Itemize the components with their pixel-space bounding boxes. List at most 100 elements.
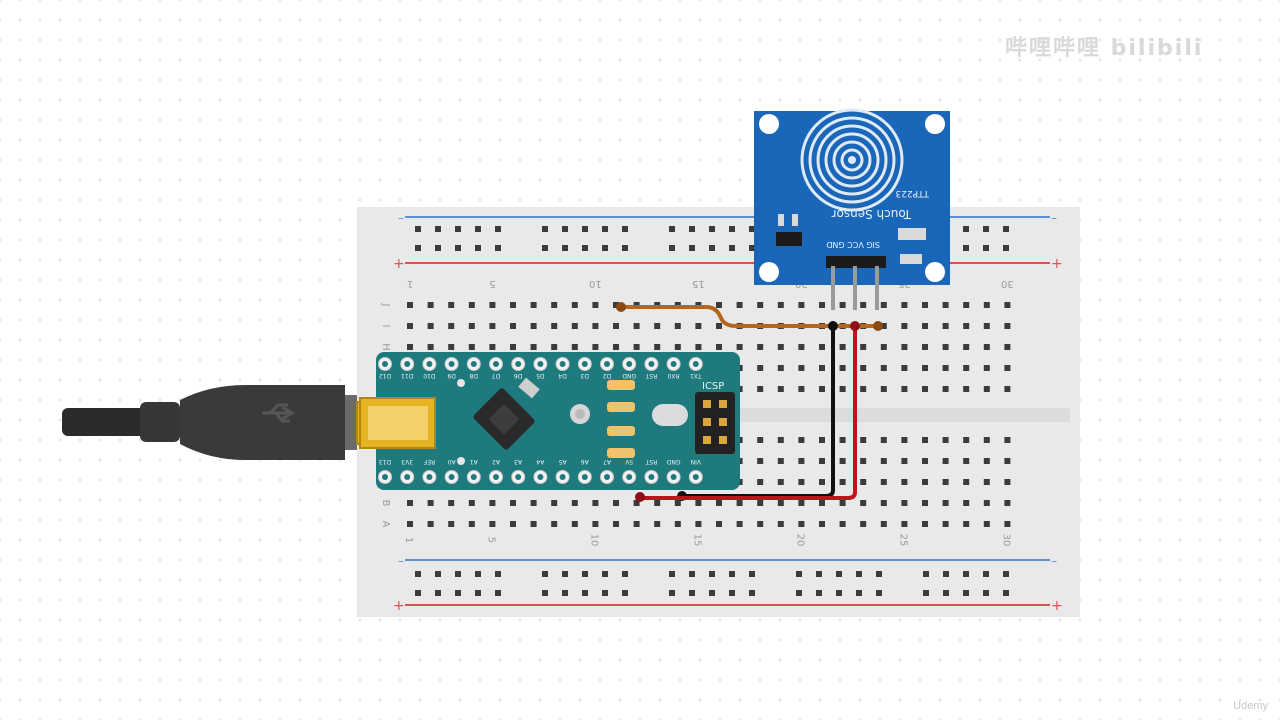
nano-pin-hole	[692, 474, 699, 480]
rail-hole	[816, 590, 822, 596]
rail-hole	[963, 571, 969, 577]
breadboard-hole	[819, 437, 825, 443]
nano-pin-hole	[670, 474, 677, 480]
breadboard-hole	[1004, 344, 1011, 350]
rail-hole	[943, 571, 949, 577]
sensor-smd-4	[900, 254, 922, 264]
rail-hole	[669, 590, 675, 596]
rail-hole	[562, 571, 568, 577]
bottom-plus-left: +	[393, 598, 405, 614]
nano-icsp-header	[695, 392, 735, 454]
breadboard-hole	[963, 521, 970, 527]
rail-hole	[435, 590, 441, 596]
bottom-minus-left: –	[398, 554, 404, 568]
breadboard-hole	[983, 500, 990, 506]
breadboard-hole	[880, 386, 887, 392]
bottom-minus-right: –	[1051, 554, 1057, 568]
rail-hole	[749, 590, 755, 596]
breadboard-hole	[963, 302, 970, 308]
breadboard-hole	[489, 344, 496, 350]
rail-hole	[602, 590, 608, 596]
rail-hole	[602, 226, 608, 232]
row-label: H	[380, 343, 391, 351]
breadboard-hole	[942, 437, 949, 443]
rail-hole	[475, 226, 481, 232]
breadboard-hole	[922, 386, 928, 392]
breadboard-hole	[880, 500, 887, 506]
rail-hole	[963, 590, 969, 596]
breadboard-hole	[571, 344, 578, 350]
breadboard-hole	[798, 302, 805, 308]
breadboard-hole	[468, 344, 475, 350]
corner-tag: Udemy	[1233, 700, 1268, 712]
rail-hole	[415, 590, 421, 596]
breadboard-hole	[757, 500, 764, 506]
nano-pin-hole	[382, 361, 388, 367]
sensor-pin-header	[826, 256, 886, 268]
nano-pin-hole	[626, 474, 633, 480]
sensor-mount-hole-br	[925, 262, 945, 282]
breadboard-hole	[427, 500, 434, 506]
breadboard-hole	[819, 521, 825, 527]
breadboard-hole	[654, 323, 661, 329]
breadboard-hole	[510, 521, 516, 527]
rail-hole	[669, 226, 675, 232]
breadboard-hole	[963, 344, 970, 350]
nano-pin-hole	[515, 361, 522, 367]
nano-pin-label-bottom: 5V	[624, 458, 633, 465]
breadboard-hole	[551, 344, 558, 350]
nano-led-3	[607, 426, 635, 436]
nano-pin-hole	[448, 361, 455, 367]
rail-hole	[796, 590, 802, 596]
rail-hole	[495, 245, 501, 251]
column-label-bottom: 30	[1000, 534, 1011, 547]
breadboard-hole	[613, 302, 619, 308]
sensor-smd-3	[898, 228, 926, 240]
nano-pin-hole	[604, 474, 610, 480]
breadboard-hole	[860, 479, 867, 485]
breadboard-hole	[695, 323, 702, 329]
breadboard-hole	[448, 323, 455, 329]
rail-hole	[602, 571, 608, 577]
nano-icsp-label: ICSP	[702, 381, 724, 392]
breadboard-hole	[736, 302, 743, 308]
sensor-model: TTP223	[896, 188, 930, 198]
nano-mount-hole-1	[457, 379, 465, 387]
watermark-text: 哔哩哔哩 bilibili	[1005, 36, 1204, 61]
breadboard-hole	[942, 323, 949, 329]
breadboard-hole	[448, 344, 455, 350]
breadboard-hole	[963, 479, 970, 485]
column-label-bottom: 10	[588, 534, 599, 547]
breadboard-hole	[963, 386, 970, 392]
breadboard-hole	[716, 521, 722, 527]
signal-wire-end-a	[616, 302, 626, 312]
breadboard-hole	[860, 365, 867, 371]
rail-hole	[542, 245, 548, 251]
breadboard-hole	[922, 521, 928, 527]
breadboard-hole	[530, 500, 537, 506]
breadboard-hole	[716, 344, 722, 350]
nano-pin-hole	[581, 474, 588, 480]
rail-hole	[689, 590, 695, 596]
nano-pin-hole	[493, 361, 499, 367]
breadboard-hole	[407, 344, 413, 350]
nano-pin-hole	[626, 361, 633, 367]
breadboard-hole	[633, 344, 640, 350]
breadboard-hole	[777, 437, 784, 443]
ground-wire-end-a	[828, 321, 838, 331]
icsp-pin	[719, 400, 727, 408]
rail-hole	[455, 571, 461, 577]
rail-hole	[582, 245, 588, 251]
breadboard-hole	[592, 500, 599, 506]
breadboard-hole	[1004, 386, 1011, 392]
column-label-top: 1	[407, 278, 413, 289]
rail-hole	[542, 226, 548, 232]
rail-hole	[622, 590, 628, 596]
breadboard-hole	[427, 302, 434, 308]
rail-hole	[1003, 590, 1009, 596]
breadboard-hole	[633, 323, 640, 329]
breadboard-hole	[695, 500, 702, 506]
nano-pin-label-bottom: A7	[603, 458, 611, 465]
